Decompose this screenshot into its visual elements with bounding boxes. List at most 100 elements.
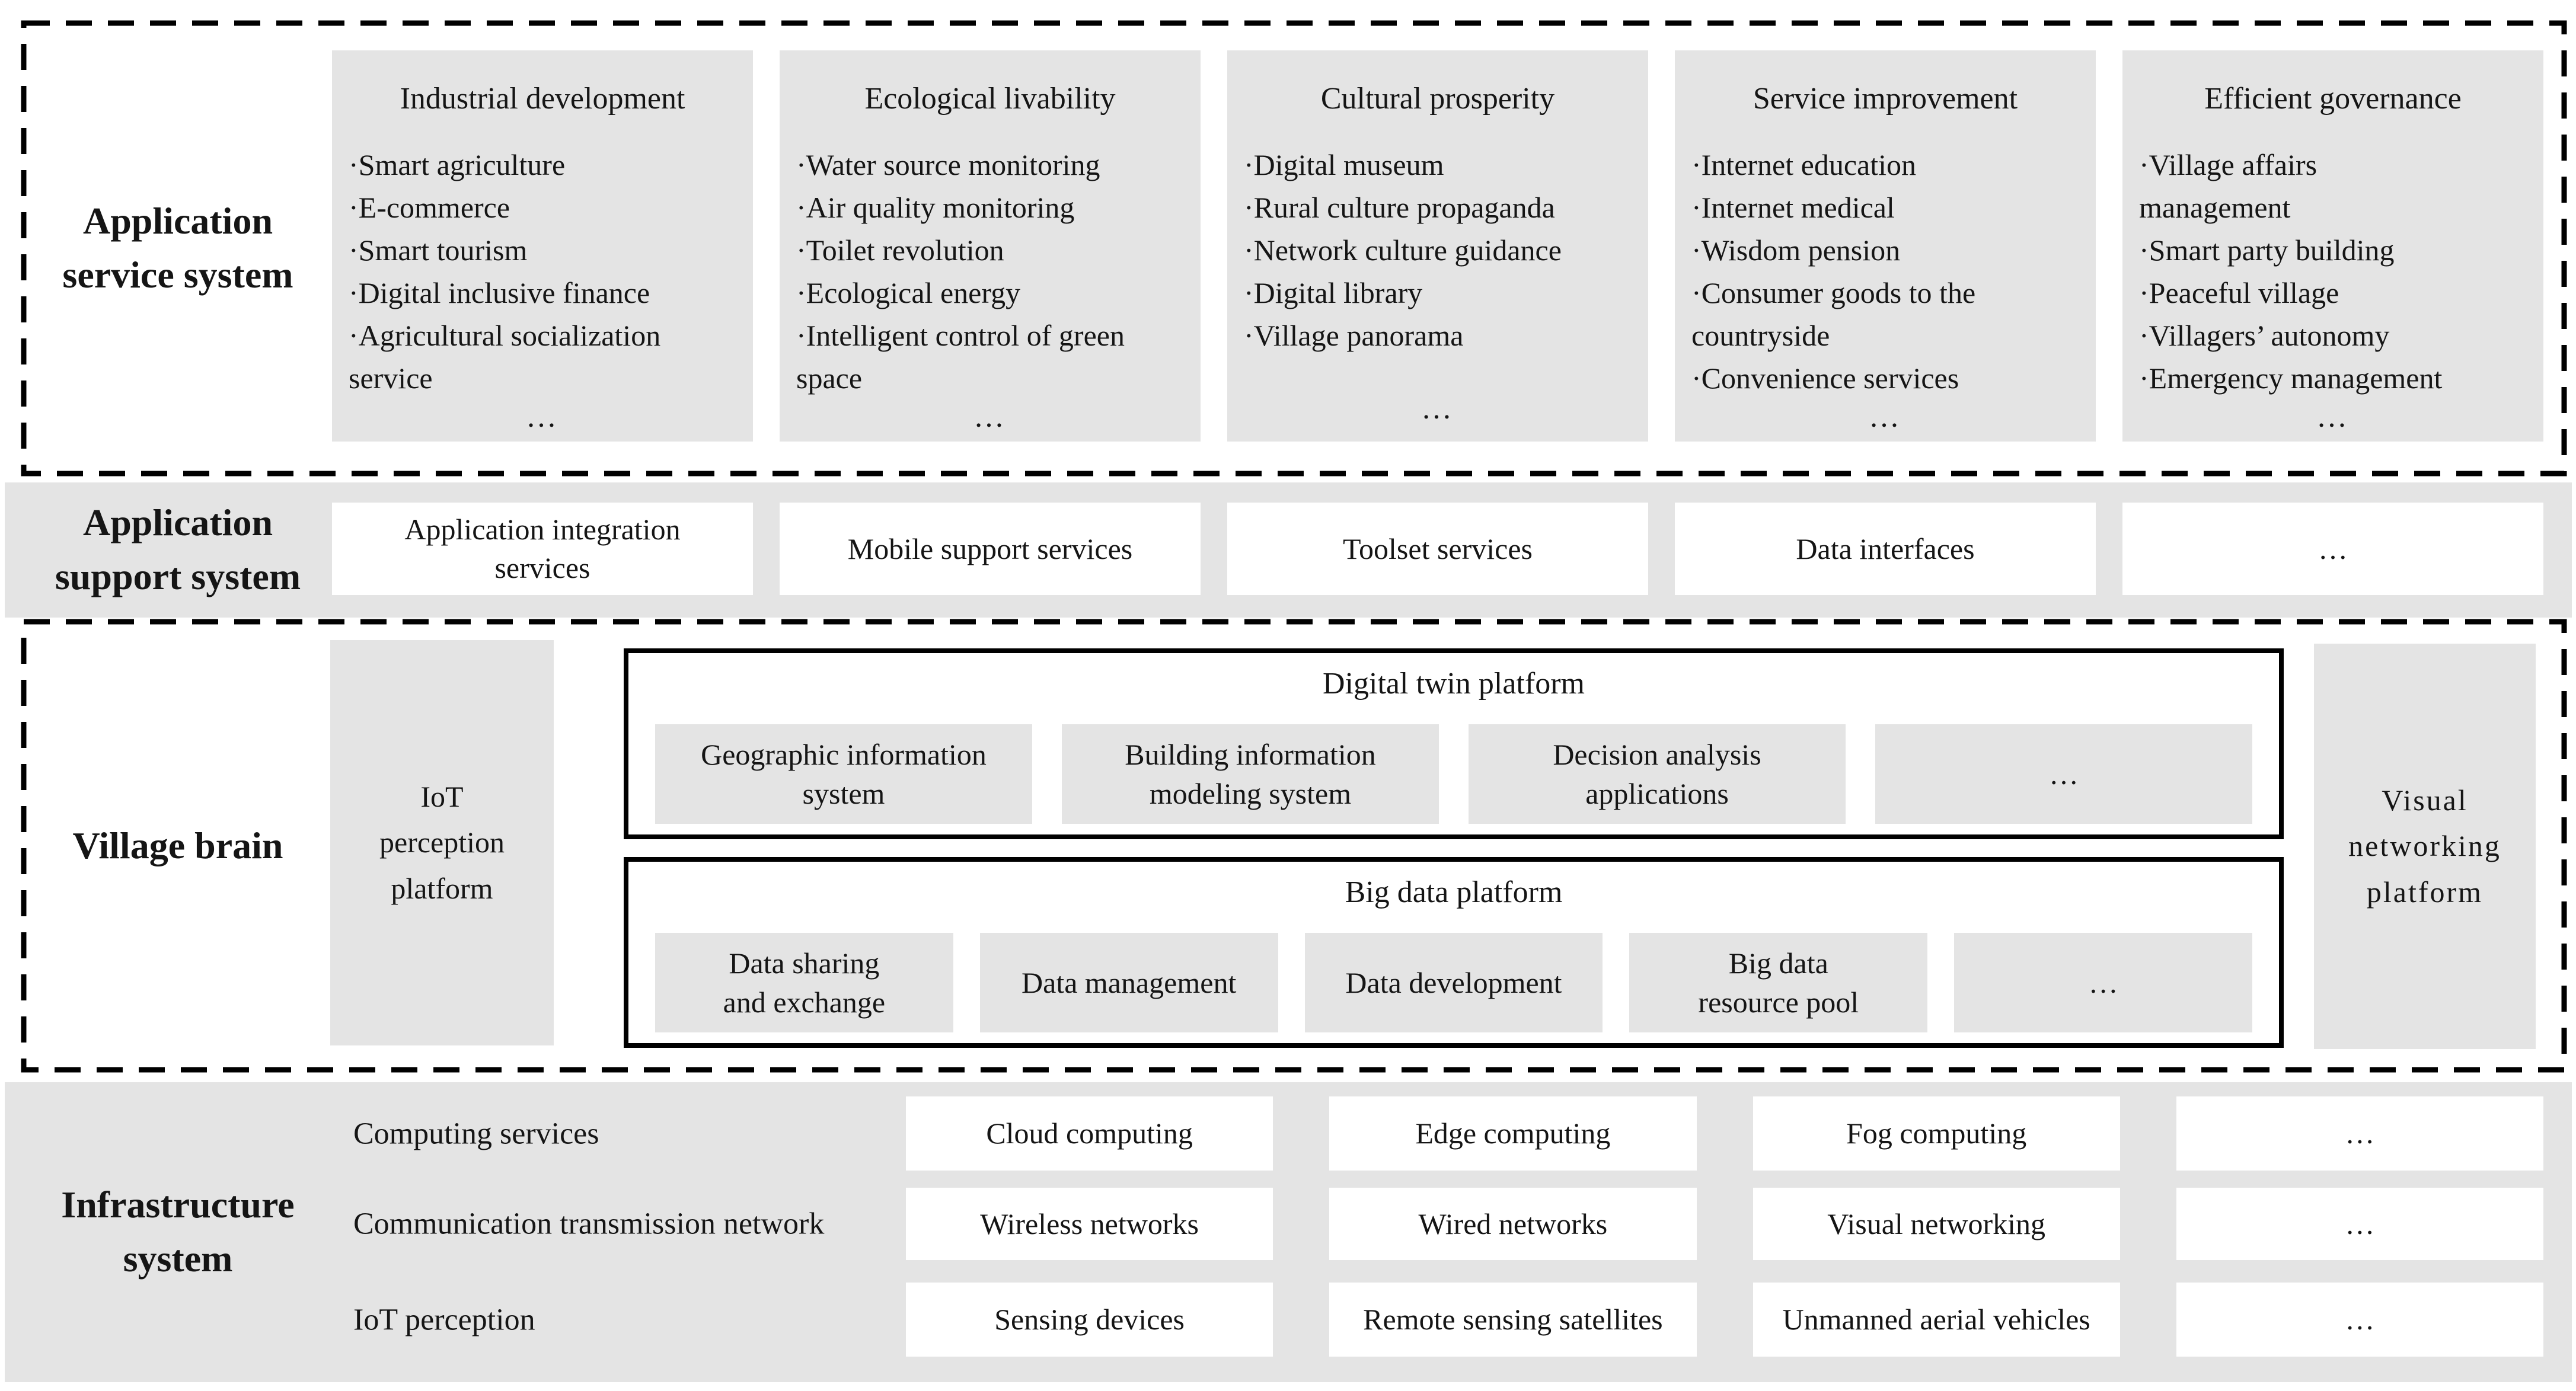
list-item-text: Emergency management — [2149, 362, 2443, 395]
bullet-dot: · — [1244, 191, 1254, 224]
box-cloud-computing: Cloud computing — [906, 1096, 1273, 1171]
dashed-frame-border — [21, 20, 2567, 477]
list-item-text: Water source monitoring — [806, 148, 1100, 181]
card-service-improvement: Service improvement ·Internet education … — [1675, 50, 2096, 442]
bullet-dot: · — [796, 319, 806, 352]
ellipsis-more: … — [526, 400, 559, 434]
list-item: ·Network culture guidance — [1244, 229, 1632, 271]
infra-row-label: IoT perception — [353, 1303, 535, 1336]
list-item-text: Air quality monitoring — [806, 191, 1075, 224]
list-item: ·E-commerce — [349, 186, 736, 229]
list-item: ·Consumer goods to the countryside — [1691, 271, 2079, 357]
list-item: ·Water source monitoring — [796, 143, 1184, 186]
card-title: Cultural prosperity — [1320, 82, 1555, 116]
infra-row-boxes: Sensing devices Remote sensing satellite… — [906, 1283, 2543, 1357]
big-data-boxes-row: Data sharing and exchange Data managemen… — [655, 933, 2252, 1032]
band-label-application-service-system: Application service system — [62, 200, 293, 296]
list-item: ·Digital museum — [1244, 143, 1632, 186]
list-item: ·Smart agriculture — [349, 143, 736, 186]
list-item-text: Toilet revolution — [806, 234, 1004, 267]
box-big-data-more: … — [1954, 933, 2252, 1032]
list-item-text: Digital library — [1253, 276, 1423, 309]
box-support-more: … — [2122, 503, 2543, 595]
village-brain-band: Village brain IoT perception platform Di… — [21, 619, 2567, 1073]
list-item: ·Rural culture propaganda — [1244, 186, 1632, 229]
box-building-information-modeling-system: Building information modeling system — [1062, 724, 1439, 824]
list-item: ·Wisdom pension — [1691, 229, 2079, 271]
list-item-text: Smart tourism — [358, 234, 528, 267]
bullet-dot: · — [796, 276, 806, 309]
list-item-text: Villagers’ autonomy — [2149, 319, 2390, 352]
list-item: ·Smart party building — [2139, 229, 2527, 271]
bullet-dot: · — [1691, 234, 1702, 267]
digital-twin-platform-box: Digital twin platform Geographic informa… — [624, 648, 2284, 839]
platform-title: Big data platform — [1345, 875, 1563, 909]
box-mobile-support-services: Mobile support services — [780, 503, 1201, 595]
infra-row-boxes: Cloud computing Edge computing Fog compu… — [906, 1096, 2543, 1171]
list-item: ·Convenience services — [1691, 357, 2079, 399]
list-item: ·Intelligent control of green space — [796, 314, 1184, 399]
box-visual-networking: Visual networking — [1753, 1188, 2120, 1260]
list-item: ·Agricultural socialization service — [349, 314, 736, 399]
list-item-text: Internet education — [1701, 148, 1916, 181]
box-digital-twin-more: … — [1875, 724, 2252, 824]
list-item-text: Network culture guidance — [1253, 234, 1562, 267]
bullet-dot: · — [1244, 234, 1254, 267]
card-ecological-livability: Ecological livability ·Water source moni… — [780, 50, 1201, 442]
box-data-development: Data development — [1304, 933, 1603, 1032]
bullet-dot: · — [1244, 319, 1254, 352]
bullet-dot: · — [796, 148, 806, 181]
list-item-text: Agricultural socialization service — [349, 319, 661, 395]
visual-networking-platform-box: Visual networking platform — [2314, 644, 2536, 1049]
list-item: ·Toilet revolution — [796, 229, 1184, 271]
list-item: ·Internet medical — [1691, 186, 2079, 229]
list-item-text: Internet medical — [1701, 191, 1895, 224]
card-industrial-development: Industrial development ·Smart agricultur… — [332, 50, 753, 442]
box-computing-more: … — [2176, 1096, 2543, 1171]
big-data-platform-box: Big data platform Data sharing and excha… — [624, 857, 2284, 1048]
list-item-text: Rural culture propaganda — [1253, 191, 1555, 224]
list-item-text: E-commerce — [358, 191, 510, 224]
bullet-dot: · — [1691, 148, 1702, 181]
list-item: ·Village affairs management — [2139, 143, 2527, 229]
box-network-more: … — [2176, 1188, 2543, 1260]
list-item-text: Digital inclusive finance — [358, 276, 650, 309]
card-title: Service improvement — [1753, 82, 2018, 116]
list-item: ·Internet education — [1691, 143, 2079, 186]
box-decision-analysis-applications: Decision analysis applications — [1469, 724, 1846, 824]
list-item-text: Consumer goods to the countryside — [1691, 276, 1976, 352]
bullet-dot: · — [349, 319, 359, 352]
service-cards-row: Industrial development ·Smart agricultur… — [332, 50, 2543, 442]
infra-row-label: Communication transmission network — [353, 1207, 825, 1241]
box-iot-perception-more: … — [2176, 1283, 2543, 1357]
list-item-text: Wisdom pension — [1701, 234, 1901, 267]
bullet-dot: · — [1691, 191, 1702, 224]
box-big-data-resource-pool: Big data resource pool — [1629, 933, 1928, 1032]
list-item-text: Convenience services — [1701, 362, 1959, 395]
list-item-text: Village panorama — [1253, 319, 1464, 352]
infra-row-computing-services: Computing services Cloud computing Edge … — [5, 1096, 2572, 1171]
application-support-system-band: Application support system Application i… — [5, 482, 2572, 618]
bullet-dot: · — [1244, 276, 1254, 309]
box-application-integration-services: Application integration services — [332, 503, 753, 595]
list-item: ·Smart tourism — [349, 229, 736, 271]
bullet-dot: · — [2139, 276, 2149, 309]
dashed-frame-border — [21, 619, 2567, 1073]
infrastructure-system-band: Infrastructure system Computing services… — [5, 1082, 2572, 1382]
bullet-dot: · — [2139, 234, 2149, 267]
card-efficient-governance: Efficient governance ·Village affairs ma… — [2122, 50, 2543, 442]
box-data-management: Data management — [979, 933, 1278, 1032]
bullet-dot: · — [1691, 276, 1702, 309]
list-item: ·Emergency management — [2139, 357, 2527, 399]
platform-title: Digital twin platform — [1323, 667, 1585, 701]
list-item: ·Villagers’ autonomy — [2139, 314, 2527, 357]
box-geographic-information-system: Geographic information system — [655, 724, 1032, 824]
infra-row-communication-transmission-network: Communication transmission network Wirel… — [5, 1188, 2572, 1260]
bullet-dot: · — [1244, 148, 1254, 181]
list-item: ·Village panorama — [1244, 314, 1632, 357]
digital-twin-boxes-row: Geographic information system Building i… — [655, 724, 2252, 824]
infra-row-label: Computing services — [353, 1117, 599, 1150]
box-toolset-services: Toolset services — [1227, 503, 1648, 595]
application-service-system-band: Application service system Industrial de… — [21, 20, 2567, 477]
bullet-dot: · — [349, 276, 359, 309]
